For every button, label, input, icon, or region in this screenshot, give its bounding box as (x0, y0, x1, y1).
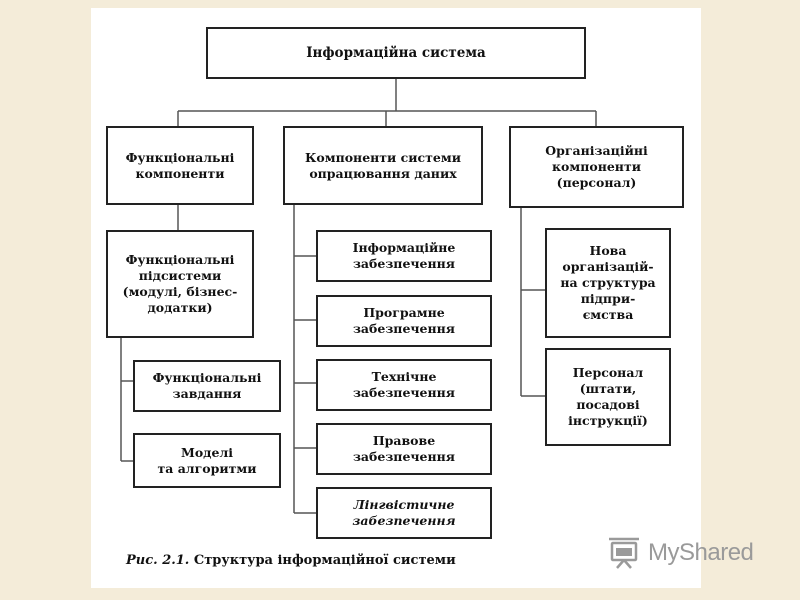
node-line: опрацювання даних (309, 165, 457, 181)
node-line: забезпечення (352, 385, 456, 400)
node-line: компоненти (135, 165, 225, 181)
node-functional-components: Функціональні компоненти (106, 126, 254, 205)
node-line: Організаційні (545, 143, 648, 158)
node-line: забезпечення (352, 256, 456, 271)
node-line: забезпечення (352, 449, 456, 464)
node-software-support: Програмне забезпечення (316, 295, 492, 347)
node-information-support: Інформаційне забезпечення (316, 230, 492, 282)
node-line: Моделі (180, 444, 234, 460)
node-organizational-components: Організаційні компоненти (персонал) (509, 126, 684, 208)
node-line: забезпечення (352, 321, 456, 336)
node-functional-subsystems: Функціональні підсистеми (модулі, бізнес… (106, 230, 254, 338)
node-line: ємства (582, 307, 634, 322)
node-line: Нова (589, 243, 627, 258)
node-line: забезпечення (352, 513, 456, 528)
node-line: Програмне (363, 305, 445, 320)
node-line: (модулі, бізнес- (122, 284, 238, 299)
myshared-watermark: MyShared (606, 535, 754, 571)
node-line: Функціональні (152, 370, 262, 385)
node-line: на структура (560, 275, 656, 290)
node-linguistic-support: Лінгвістичне забезпечення (316, 487, 492, 539)
node-line: організацій- (562, 259, 654, 274)
node-line: Лінгвістичне (353, 497, 455, 512)
node-models-algorithms: Моделі та алгоритми (133, 433, 281, 488)
node-line: посадові (576, 397, 640, 412)
node-personnel: Персонал (штати, посадові інструкції) (545, 348, 671, 446)
caption-prefix: Рис. 2.1. (126, 553, 190, 568)
node-information-system: Інформаційна система (206, 27, 586, 79)
node-line: (персонал) (556, 175, 637, 190)
node-line: Правове (372, 433, 436, 448)
node-line: додатки) (147, 300, 213, 315)
watermark-text: MyShared (648, 539, 754, 566)
node-line: Персонал (572, 365, 644, 380)
node-line: Функціональні (125, 252, 235, 267)
node-line: Інформаційна система (306, 45, 486, 61)
diagram-connectors (120, 79, 597, 514)
node-functional-tasks: Функціональні завдання (133, 360, 281, 412)
node-new-org-structure: Нова організацій- на структура підпри- є… (545, 228, 671, 338)
node-line: компоненти (552, 159, 641, 174)
node-legal-support: Правове забезпечення (316, 423, 492, 475)
node-line: підпри- (580, 291, 636, 306)
node-line: (штати, (579, 381, 637, 396)
node-line: та алгоритми (157, 460, 257, 476)
node-line: Інформаційне (352, 240, 456, 255)
node-line: Технічне (371, 369, 437, 384)
diagram-page: Інформаційна система Функціональні компо… (91, 8, 701, 588)
projector-board-icon (609, 537, 639, 569)
node-line: завдання (172, 386, 242, 401)
node-line: підсистеми (138, 268, 222, 283)
node-technical-support: Технічне забезпечення (316, 359, 492, 411)
caption-text: Структура інформаційної системи (193, 553, 456, 568)
node-data-processing-components: Компоненти системи опрацювання даних (283, 126, 483, 205)
node-line: Компоненти системи (305, 149, 461, 165)
figure-caption: Рис. 2.1. Структура інформаційної систем… (126, 553, 456, 568)
node-line: Функціональні (125, 149, 235, 165)
node-line: інструкції) (568, 413, 648, 428)
